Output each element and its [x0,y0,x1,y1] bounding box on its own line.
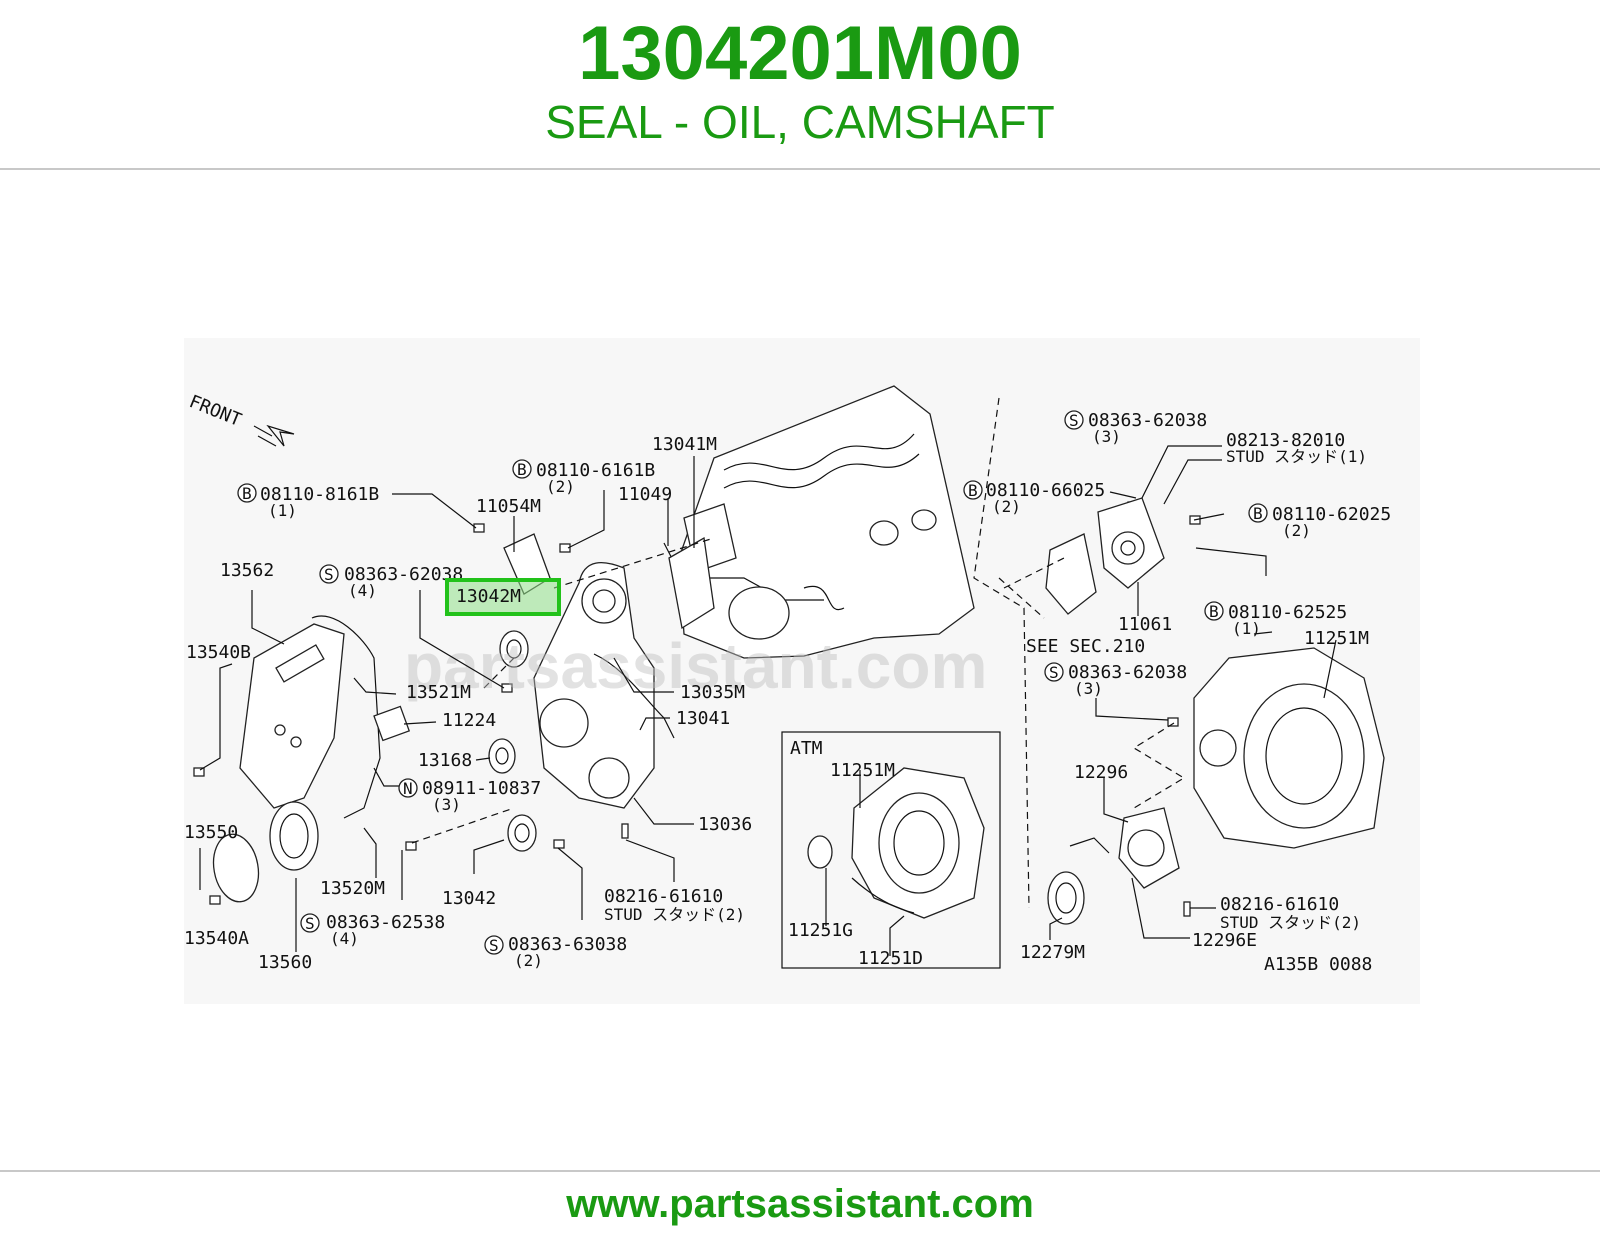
callout-08110-62025: 08110-62025 [1272,504,1391,525]
callout-08911-10837-qty: (3) [432,795,461,814]
header: 1304201M00 SEAL - OIL, CAMSHAFT [0,0,1600,170]
callout-08363-63038-qty: (2) [514,951,543,970]
atm-plate-drawing [807,767,985,919]
front-arrow-icon [253,424,295,447]
svg-text:S: S [305,914,315,933]
oil-seal-13168-drawing [488,738,516,774]
callout-13550: 13550 [184,822,238,843]
svg-text:S: S [1049,663,1059,682]
callout-labels: 08110-8161B (1) 08110-6161B (2) 11054M 1… [184,410,1391,975]
part-name: SEAL - OIL, CAMSHAFT [545,96,1055,148]
callout-13035M: 13035M [680,682,745,703]
callout-11054M: 11054M [476,496,541,517]
callout-08110-66025-qty: (2) [992,497,1021,516]
callout-08110-62525: 08110-62525 [1228,602,1347,623]
svg-text:B: B [517,460,527,479]
callout-stud-b: STUD スタッド(1) [1226,447,1367,466]
callout-stud-c: STUD スタッド(2) [1220,913,1361,932]
water-pump-drawing [1045,497,1165,615]
diagram-ref-code: A135B 0088 [1264,954,1372,975]
callout-11251D: 11251D [858,948,923,969]
callout-08213-82010: 08213-82010 [1226,430,1345,451]
parts-diagram: FRONT [184,385,1391,975]
callout-13168: 13168 [418,750,472,771]
callout-08363-62538: 08363-62538 [326,912,445,933]
callout-11224: 11224 [442,710,496,731]
part-number: 1304201M00 [578,11,1022,96]
footer-url-link[interactable]: www.partsassistant.com [566,1182,1034,1226]
callout-08216-61610-a: 08216-61610 [604,886,723,907]
callout-11251G: 11251G [788,920,853,941]
callout-08911-10837: 08911-10837 [422,778,541,799]
callout-13562: 13562 [220,560,274,581]
callout-08216-61610-b: 08216-61610 [1220,894,1339,915]
callout-08110-8161B: 08110-8161B [260,484,379,505]
front-timing-cover-drawing [212,615,381,903]
callout-08110-62525-qty: (1) [1232,619,1261,638]
callout-08363-63038: 08363-63038 [508,934,627,955]
svg-text:B: B [968,481,978,500]
footer-divider [0,1170,1600,1172]
bracket-11224-drawing [373,705,411,742]
svg-text:B: B [1209,602,1219,621]
rear-seal-drawing [1047,807,1180,925]
timing-cover-drawing [533,562,675,809]
callout-08363-62038-c: 08363-62038 [1068,662,1187,683]
svg-text:S: S [489,936,499,955]
callout-stud-a: STUD スタッド(2) [604,905,745,924]
svg-text:B: B [242,484,252,503]
svg-text:S: S [324,565,334,584]
engine-block-drawing [663,385,975,659]
callout-08110-66025: 08110-66025 [986,480,1105,501]
callout-12296: 12296 [1074,762,1128,783]
callout-11251M-atm: 11251M [830,760,895,781]
callout-13036: 13036 [698,814,752,835]
callout-08110-62025-qty: (2) [1282,521,1311,540]
callout-11251M-right: 11251M [1304,628,1369,649]
front-label: FRONT [186,391,244,431]
svg-text:S: S [1069,411,1079,430]
dashed-assembly-lines [411,397,1186,909]
callout-08110-8161B-qty: (1) [268,501,297,520]
svg-text:N: N [403,779,413,798]
watermark: partsassistant.com [404,630,987,702]
header-divider [0,168,1600,170]
callout-11049: 11049 [618,484,672,505]
oil-seal-13042-drawing [507,814,537,852]
callout-12296E: 12296E [1192,930,1257,951]
callout-13540A: 13540A [184,928,249,949]
callout-see-sec-210: SEE SEC.210 [1026,636,1145,657]
callout-13520M: 13520M [320,878,385,899]
rear-plate-11251M-drawing [1193,647,1385,849]
callout-13041: 13041 [676,708,730,729]
atm-label: ATM [790,738,823,759]
prefix-mark-icons: B B S N S S S B B B S [237,410,1268,955]
callout-08363-62038-b-qty: (3) [1092,427,1121,446]
callout-13042: 13042 [442,888,496,909]
highlighted-callout-13042M[interactable]: 13042M [445,578,561,616]
callout-08363-62538-qty: (4) [330,929,359,948]
callout-13521M: 13521M [406,682,471,703]
callout-12279M: 12279M [1020,942,1085,963]
svg-text:B: B [1253,504,1263,523]
callout-08363-62038-c-qty: (3) [1074,679,1103,698]
callout-08363-62038-a: 08363-62038 [344,564,463,585]
callout-08363-62038-b: 08363-62038 [1088,410,1207,431]
callout-08110-6161B: 08110-6161B [536,460,655,481]
callout-13041M-top: 13041M [652,434,717,455]
callout-13540B: 13540B [186,642,251,663]
atm-inset-box [781,731,1001,969]
callout-11061: 11061 [1118,614,1172,635]
callout-08363-62038-a-qty: (4) [348,581,377,600]
leader-lines [199,445,1337,956]
callout-08110-6161B-qty: (2) [546,477,575,496]
callout-13560: 13560 [258,952,312,973]
svg-text:13042M: 13042M [456,586,521,607]
